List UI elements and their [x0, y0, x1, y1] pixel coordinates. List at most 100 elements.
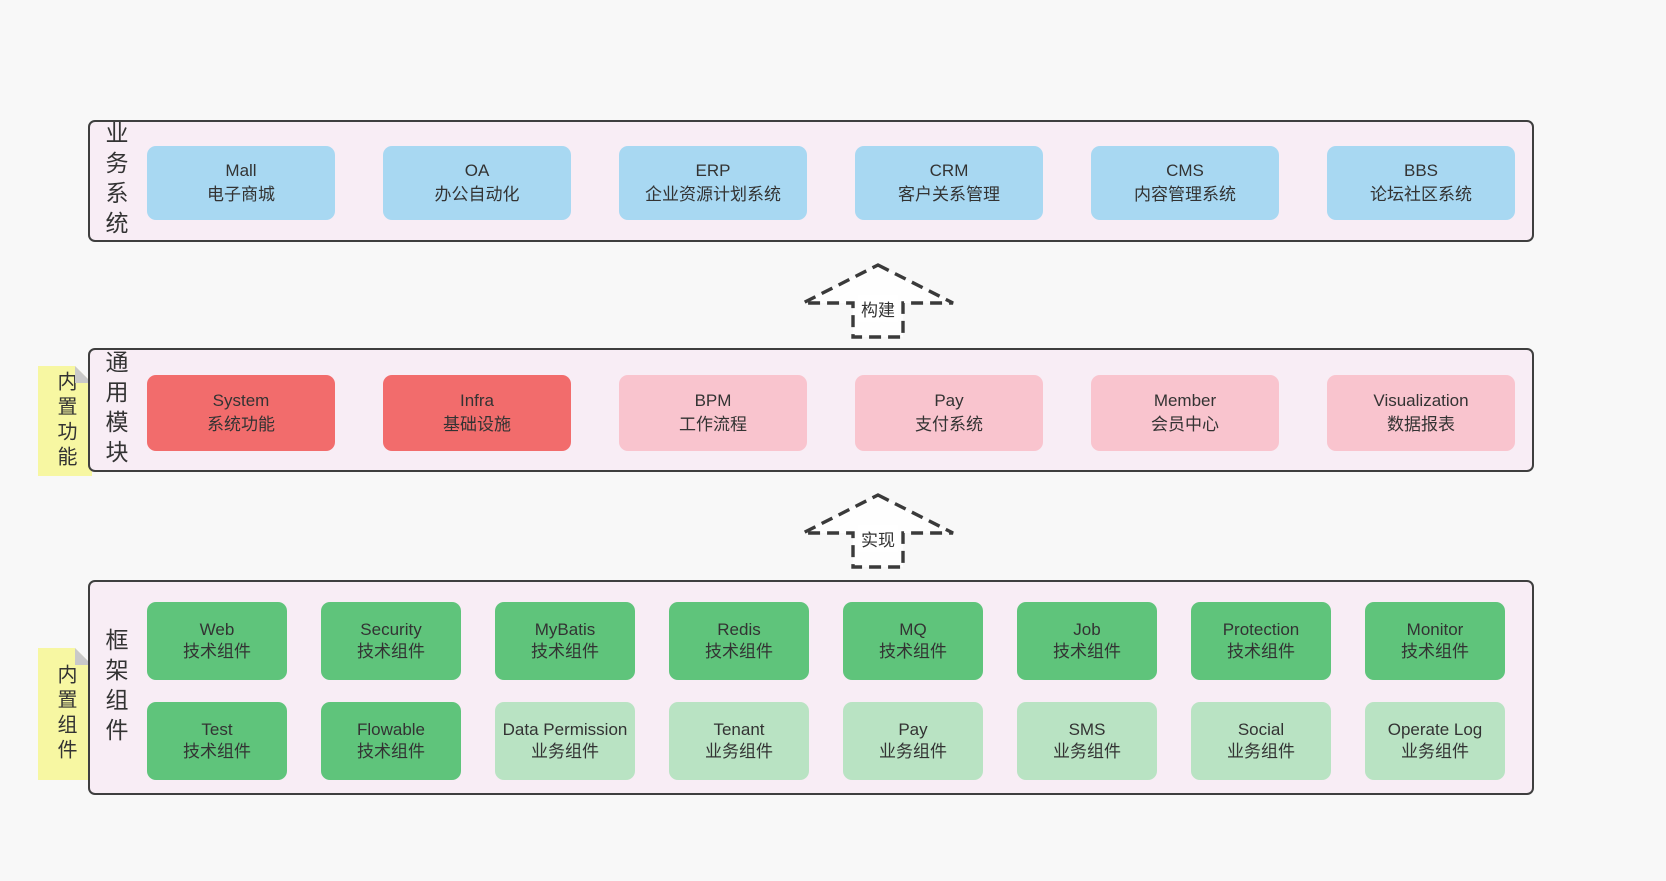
box-social: Social 业务组件 — [1191, 702, 1331, 780]
box-subtitle: 业务组件 — [1401, 742, 1469, 761]
box-title: ERP — [695, 160, 731, 180]
box-infra: Infra 基础设施 — [383, 375, 571, 451]
box-subtitle: 工作流程 — [679, 415, 747, 434]
box-title: System — [212, 390, 270, 410]
box-redis: Redis 技术组件 — [669, 602, 809, 680]
box-member: Member 会员中心 — [1091, 375, 1279, 451]
box-monitor: Monitor 技术组件 — [1365, 602, 1505, 680]
box-subtitle: 客户关系管理 — [898, 185, 1000, 204]
box-title: Social — [1237, 719, 1285, 739]
box-title: Test — [201, 719, 233, 739]
box-sms: SMS 业务组件 — [1017, 702, 1157, 780]
components-box-row-1: Web 技术组件 Security 技术组件 MyBatis 技术组件 Redi… — [147, 602, 1505, 680]
box-subtitle: 业务组件 — [879, 742, 947, 761]
box-protection: Protection 技术组件 — [1191, 602, 1331, 680]
box-subtitle: 内容管理系统 — [1134, 185, 1236, 204]
panel-modules-label: 通用模块 — [102, 350, 128, 470]
box-pay-component: Pay 业务组件 — [843, 702, 983, 780]
business-box-row: Mall 电子商城 OA 办公自动化 ERP 企业资源计划系统 CRM 客户关系… — [147, 146, 1515, 220]
box-bpm: BPM 工作流程 — [619, 375, 807, 451]
box-security: Security 技术组件 — [321, 602, 461, 680]
box-subtitle: 技术组件 — [357, 642, 425, 661]
box-subtitle: 支付系统 — [915, 415, 983, 434]
box-bbs: BBS 论坛社区系统 — [1327, 146, 1515, 220]
box-subtitle: 技术组件 — [1227, 642, 1295, 661]
box-subtitle: 技术组件 — [183, 642, 251, 661]
sticky-note-label: 内置功能 — [54, 371, 76, 471]
box-title: Flowable — [356, 719, 426, 739]
box-data-permission: Data Permission 业务组件 — [495, 702, 635, 780]
box-title: SMS — [1068, 719, 1106, 739]
box-oa: OA 办公自动化 — [383, 146, 571, 220]
box-subtitle: 业务组件 — [1227, 742, 1295, 761]
build-arrow: 构建 — [793, 262, 963, 340]
box-subtitle: 技术组件 — [1401, 642, 1469, 661]
panel-common-modules: 通用模块 System 系统功能 Infra 基础设施 BPM 工作流程 Pay… — [88, 348, 1534, 472]
panel-components-label: 框架组件 — [102, 627, 128, 748]
box-mq: MQ 技术组件 — [843, 602, 983, 680]
box-title: Protection — [1222, 619, 1300, 639]
box-mall: Mall 电子商城 — [147, 146, 335, 220]
box-title: Member — [1153, 390, 1217, 410]
panel-business-label: 业务系统 — [102, 121, 128, 241]
box-subtitle: 会员中心 — [1151, 415, 1219, 434]
box-title: Tenant — [713, 719, 765, 739]
box-flowable: Flowable 技术组件 — [321, 702, 461, 780]
box-subtitle: 论坛社区系统 — [1370, 185, 1472, 204]
box-subtitle: 技术组件 — [183, 742, 251, 761]
box-title: Redis — [717, 619, 761, 639]
box-system: System 系统功能 — [147, 375, 335, 451]
box-title: Visualization — [1373, 390, 1469, 410]
box-title: MQ — [899, 619, 927, 639]
box-subtitle: 办公自动化 — [434, 185, 520, 204]
implement-arrow-label: 实现 — [858, 525, 898, 552]
box-web: Web 技术组件 — [147, 602, 287, 680]
box-title: Job — [1073, 619, 1101, 639]
box-subtitle: 系统功能 — [207, 415, 275, 434]
box-title: BPM — [694, 390, 732, 410]
box-title: MyBatis — [534, 619, 596, 639]
implement-arrow: 实现 — [793, 492, 963, 570]
box-title: BBS — [1403, 160, 1439, 180]
box-subtitle: 技术组件 — [357, 742, 425, 761]
box-erp: ERP 企业资源计划系统 — [619, 146, 807, 220]
box-subtitle: 数据报表 — [1387, 415, 1455, 434]
panel-business-systems: 业务系统 Mall 电子商城 OA 办公自动化 ERP 企业资源计划系统 CRM… — [88, 120, 1534, 242]
box-title: Operate Log — [1387, 719, 1483, 739]
box-title: Data Permission — [502, 719, 628, 739]
box-subtitle: 业务组件 — [1053, 742, 1121, 761]
box-title: Pay — [898, 719, 928, 739]
sticky-note-builtin-components: 内置组件 — [38, 648, 92, 780]
panel-framework-components: 框架组件 Web 技术组件 Security 技术组件 MyBatis 技术组件… — [88, 580, 1534, 795]
box-title: CMS — [1166, 160, 1204, 180]
box-title: Web — [199, 619, 235, 639]
box-subtitle: 业务组件 — [531, 742, 599, 761]
box-pay-module: Pay 支付系统 — [855, 375, 1043, 451]
box-title: OA — [464, 160, 490, 180]
box-mybatis: MyBatis 技术组件 — [495, 602, 635, 680]
box-test: Test 技术组件 — [147, 702, 287, 780]
box-cms: CMS 内容管理系统 — [1091, 146, 1279, 220]
box-title: Mall — [225, 160, 257, 180]
box-crm: CRM 客户关系管理 — [855, 146, 1043, 220]
box-tenant: Tenant 业务组件 — [669, 702, 809, 780]
box-title: Infra — [459, 390, 495, 410]
components-box-row-2: Test 技术组件 Flowable 技术组件 Data Permission … — [147, 702, 1505, 780]
sticky-note-builtin-features: 内置功能 — [38, 366, 92, 476]
box-job: Job 技术组件 — [1017, 602, 1157, 680]
box-visualization: Visualization 数据报表 — [1327, 375, 1515, 451]
box-subtitle: 技术组件 — [531, 642, 599, 661]
box-subtitle: 基础设施 — [443, 415, 511, 434]
box-subtitle: 企业资源计划系统 — [645, 185, 781, 204]
box-subtitle: 电子商城 — [207, 185, 275, 204]
box-title: CRM — [929, 160, 969, 180]
box-subtitle: 技术组件 — [1053, 642, 1121, 661]
box-operate-log: Operate Log 业务组件 — [1365, 702, 1505, 780]
box-title: Pay — [934, 390, 964, 410]
sticky-note-label: 内置组件 — [54, 664, 76, 764]
box-subtitle: 技术组件 — [879, 642, 947, 661]
box-subtitle: 技术组件 — [705, 642, 773, 661]
modules-box-row: System 系统功能 Infra 基础设施 BPM 工作流程 Pay 支付系统… — [147, 375, 1515, 451]
box-subtitle: 业务组件 — [705, 742, 773, 761]
